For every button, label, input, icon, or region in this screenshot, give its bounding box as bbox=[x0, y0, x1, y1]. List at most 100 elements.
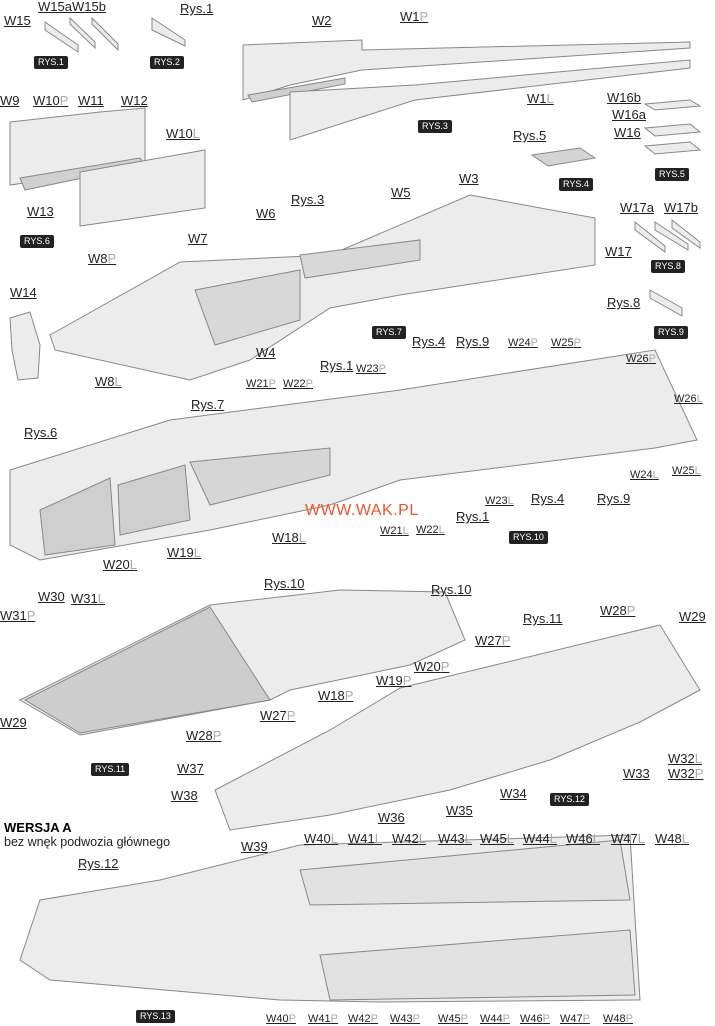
part-label: W45L bbox=[480, 831, 514, 846]
part-label: W21L bbox=[380, 525, 409, 537]
part-label: W20P bbox=[414, 659, 450, 674]
part-label: W13 bbox=[27, 204, 54, 219]
rys2-part bbox=[151, 17, 186, 47]
part-label: W17b bbox=[664, 200, 698, 215]
part-label: W8L bbox=[95, 374, 122, 389]
part-label: W36 bbox=[378, 810, 405, 825]
part-label: W26L bbox=[674, 393, 703, 405]
part-label: W46L bbox=[566, 831, 600, 846]
part-label: Rys.9 bbox=[456, 334, 490, 349]
part-label: Rys.11 bbox=[523, 611, 563, 626]
part-label: W47L bbox=[611, 831, 645, 846]
part-label: W28P bbox=[600, 603, 636, 618]
rys10-fuselage-assembly bbox=[9, 349, 698, 561]
figure-badge: RYS.3 bbox=[418, 120, 452, 133]
part-label: W25L bbox=[672, 465, 701, 477]
part-label: W16 bbox=[614, 125, 641, 140]
figure-badge: RYS.6 bbox=[20, 235, 54, 248]
rys4-stack bbox=[530, 147, 597, 167]
part-label: W16b bbox=[607, 90, 641, 105]
part-label: W15 bbox=[4, 13, 31, 28]
part-label: Rys.3 bbox=[291, 192, 325, 207]
part-label: W23L bbox=[485, 495, 514, 507]
part-label: W48P bbox=[603, 1013, 633, 1025]
part-label: W10L bbox=[166, 126, 200, 141]
figure-badge: RYS.13 bbox=[136, 1010, 175, 1023]
part-label: W47P bbox=[560, 1013, 590, 1025]
figure-badge: RYS.5 bbox=[655, 168, 689, 181]
part-label: Rys.10 bbox=[264, 576, 305, 591]
part-label: W27P bbox=[260, 708, 296, 723]
part-label: W7 bbox=[188, 231, 208, 246]
part-label: Rys.8 bbox=[607, 295, 641, 310]
part-label: Rys.5 bbox=[513, 128, 547, 143]
w14-part bbox=[9, 311, 41, 381]
part-label: W45P bbox=[438, 1013, 468, 1025]
part-label: W40P bbox=[266, 1013, 296, 1025]
rys13-fuselage-assembly bbox=[19, 834, 641, 1003]
part-label: W5 bbox=[391, 185, 411, 200]
part-label: W1L bbox=[527, 91, 554, 106]
part-label: W23P bbox=[356, 363, 386, 375]
part-label: W9 bbox=[0, 93, 20, 108]
part-label: W48L bbox=[655, 831, 689, 846]
figure-badge: RYS.1 bbox=[34, 56, 68, 69]
part-label: W17a bbox=[620, 200, 654, 215]
part-label: Rys.10 bbox=[431, 582, 472, 597]
part-label: Rys.1 bbox=[456, 509, 490, 524]
rys11-fuselage-side bbox=[18, 589, 466, 736]
w10l-panel bbox=[79, 149, 206, 227]
figure-badge: RYS.7 bbox=[372, 326, 406, 339]
version-subtitle: bez wnęk podwozia głównego bbox=[4, 835, 171, 849]
version-title: WERSJA A bbox=[4, 820, 72, 835]
part-label: W19L bbox=[167, 545, 201, 560]
part-label: W14 bbox=[10, 285, 37, 300]
figure-badge: RYS.10 bbox=[509, 531, 548, 544]
figure-badge: RYS.11 bbox=[91, 763, 130, 776]
part-label: W1P bbox=[400, 9, 429, 24]
part-label: W22P bbox=[283, 378, 313, 390]
part-label: Rys.1 bbox=[180, 1, 214, 16]
part-label: Rys.12 bbox=[78, 856, 119, 871]
part-label: W18L bbox=[272, 530, 306, 545]
part-label: W32P bbox=[668, 766, 704, 781]
part-label: Rys.4 bbox=[531, 491, 565, 506]
part-label: W40L bbox=[304, 831, 338, 846]
part-label: W17 bbox=[605, 244, 632, 259]
part-label: W20L bbox=[103, 557, 137, 572]
part-label: W44P bbox=[480, 1013, 510, 1025]
figure-badge: RYS.9 bbox=[654, 326, 688, 339]
part-label: W24L bbox=[630, 469, 659, 481]
part-label: W19P bbox=[376, 673, 412, 688]
part-label: W41L bbox=[348, 831, 382, 846]
part-label: W3 bbox=[459, 171, 479, 186]
part-label: W43P bbox=[390, 1013, 420, 1025]
rys8-parts bbox=[634, 218, 701, 317]
part-label: W29 bbox=[679, 609, 706, 624]
part-label: W12 bbox=[121, 93, 148, 108]
part-label: W28P bbox=[186, 728, 222, 743]
figure-badge: RYS.8 bbox=[651, 260, 685, 273]
part-label: W32L bbox=[668, 751, 702, 766]
part-label: W37 bbox=[177, 761, 204, 776]
part-label: W41P bbox=[308, 1013, 338, 1025]
part-label: W8P bbox=[88, 251, 117, 266]
rys5-plates bbox=[643, 99, 702, 155]
part-label: W29 bbox=[0, 715, 27, 730]
part-label: W39 bbox=[241, 839, 268, 854]
part-label: W15b bbox=[72, 0, 106, 14]
part-label: W46P bbox=[520, 1013, 550, 1025]
rys7-assembly bbox=[49, 194, 596, 381]
part-label: W10P bbox=[33, 93, 69, 108]
part-label: W43L bbox=[438, 831, 472, 846]
part-label: W24P bbox=[508, 337, 538, 349]
part-label: W35 bbox=[446, 803, 473, 818]
part-label: W22L bbox=[416, 524, 445, 536]
part-label: Rys.7 bbox=[191, 397, 225, 412]
part-label: W31P bbox=[0, 608, 36, 623]
part-label: W33 bbox=[623, 766, 650, 781]
figure-badge: RYS.2 bbox=[150, 56, 184, 69]
part-label: W6 bbox=[256, 206, 276, 221]
part-label: W38 bbox=[171, 788, 198, 803]
part-label: W21P bbox=[246, 378, 276, 390]
